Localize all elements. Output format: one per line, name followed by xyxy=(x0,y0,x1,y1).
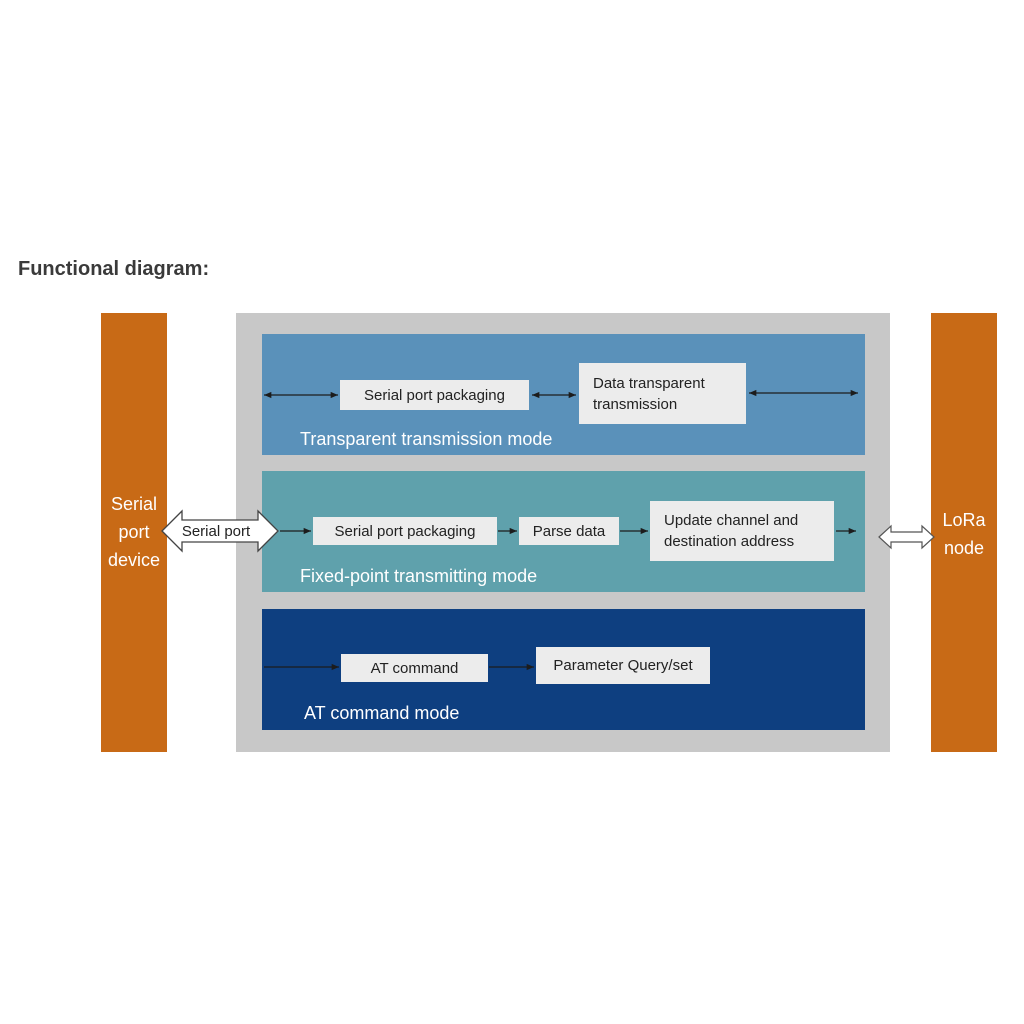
lora-node-line-2: node xyxy=(943,538,985,558)
serial-port-device-line-1: Serial xyxy=(110,494,158,514)
lora-node-bar xyxy=(931,313,997,752)
update-channel-box: Update channel and destination address xyxy=(650,501,834,561)
fixed-serial-packaging-box: Serial port packaging xyxy=(313,517,497,545)
serial-port-device-line-2: port xyxy=(118,522,150,542)
data-transparent-transmission-box: Data transparent transmission xyxy=(579,363,746,424)
serial-port-device-label: Serial port device xyxy=(96,488,172,576)
fixed-point-mode-title: Fixed-point transmitting mode xyxy=(300,566,538,586)
diagram-heading: Functional diagram: xyxy=(18,258,210,280)
serial-port-arrow-label: Serial port xyxy=(181,522,251,540)
serial-port-device-line-3: device xyxy=(107,550,161,570)
data-transparent-line-1: Data transparent xyxy=(593,374,705,392)
lora-node-label: LoRa node xyxy=(926,505,1002,563)
at-command-box: AT command xyxy=(341,654,488,682)
fixed-serial-packaging-label: Serial port packaging xyxy=(334,522,476,540)
lora-node-line-1: LoRa xyxy=(942,510,986,530)
transparent-serial-packaging-box: Serial port packaging xyxy=(340,380,529,410)
parse-data-box: Parse data xyxy=(519,517,619,545)
update-channel-line-2: destination address xyxy=(664,533,795,550)
data-transparent-line-2: transmission xyxy=(593,395,678,413)
parse-data-label: Parse data xyxy=(532,522,606,540)
transparent-mode-title: Transparent transmission mode xyxy=(300,429,553,449)
transparent-serial-packaging-label: Serial port packaging xyxy=(364,386,505,404)
at-command-label: AT command xyxy=(370,659,459,677)
update-channel-line-1: Update channel and xyxy=(664,512,799,529)
parameter-query-label: Parameter Query/set xyxy=(553,657,693,674)
at-command-mode-title: AT command mode xyxy=(304,703,460,723)
serial-port-device-bar xyxy=(101,313,167,752)
parameter-query-box: Parameter Query/set xyxy=(536,647,710,684)
